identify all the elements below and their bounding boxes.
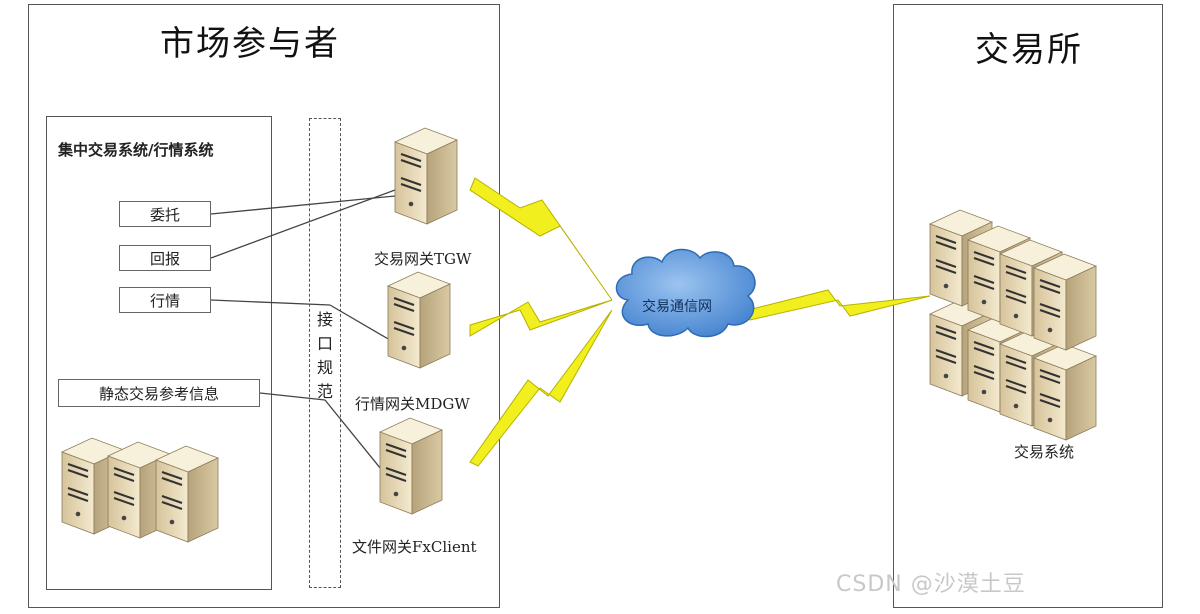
lightning-links bbox=[469, 177, 931, 467]
exchange-server-t4 bbox=[1033, 253, 1097, 351]
order-box: 委托 bbox=[119, 201, 211, 227]
mdgw-server bbox=[387, 271, 451, 369]
line-quote-mdgw bbox=[329, 304, 391, 341]
interface-char-4: 范 bbox=[316, 382, 333, 401]
tgw-label: 交易网关TGW bbox=[374, 250, 472, 268]
participant-server-3 bbox=[155, 445, 219, 543]
static-reference-box: 静态交易参考信息 bbox=[58, 379, 260, 407]
bolt-exchange bbox=[747, 289, 931, 321]
network-cloud bbox=[615, 248, 756, 338]
network-label: 交易通信网 bbox=[642, 299, 712, 315]
fxclient-label: 文件网关FxClient bbox=[352, 538, 477, 556]
central-system-title: 集中交易系统/行情系统 bbox=[58, 141, 214, 159]
market-participant-title: 市场参与者 bbox=[160, 24, 340, 64]
bolt-fx bbox=[469, 309, 613, 467]
interface-char-1: 接 bbox=[316, 310, 333, 329]
mdgw-label: 行情网关MDGW bbox=[355, 395, 470, 413]
report-box: 回报 bbox=[119, 245, 211, 271]
exchange-server-b4 bbox=[1033, 343, 1097, 441]
exchange-system-label: 交易系统 bbox=[1014, 443, 1075, 461]
bolt-mdgw bbox=[469, 299, 613, 337]
fxclient-server bbox=[379, 417, 443, 515]
line-report-tgw bbox=[210, 189, 396, 259]
interface-char-3: 规 bbox=[316, 358, 333, 377]
interface-char-2: 口 bbox=[316, 334, 333, 353]
line-static-fx bbox=[324, 399, 386, 475]
interface-spec-box bbox=[309, 118, 341, 588]
line-order-tgw bbox=[210, 195, 396, 215]
bolt-tgw bbox=[469, 177, 613, 301]
watermark: CSDN @沙漠土豆 bbox=[836, 572, 1026, 597]
connector-lines bbox=[210, 189, 396, 475]
exchange-box bbox=[893, 4, 1163, 608]
quote-box: 行情 bbox=[119, 287, 211, 313]
exchange-title: 交易所 bbox=[975, 30, 1083, 70]
tgw-server bbox=[394, 127, 458, 225]
market-participant-box bbox=[28, 4, 500, 608]
central-system-box bbox=[46, 116, 272, 590]
